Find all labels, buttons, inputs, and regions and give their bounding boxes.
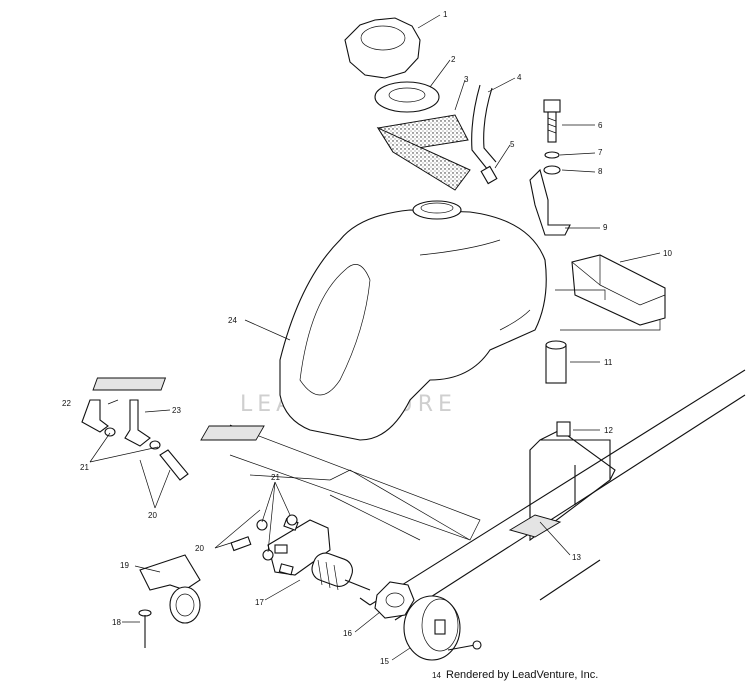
frame-cap xyxy=(374,581,415,619)
callout-16: 16 xyxy=(343,629,352,638)
callout-24: 24 xyxy=(228,316,237,325)
hose-clamps xyxy=(104,427,161,450)
callout-11: 11 xyxy=(604,358,613,367)
callout-21b: 21 xyxy=(271,473,280,482)
callout-15: 15 xyxy=(380,657,389,666)
callout-18: 18 xyxy=(112,618,121,627)
credit-text: Rendered by LeadVenture, Inc. xyxy=(446,669,598,681)
callout-13: 13 xyxy=(572,553,581,562)
callout-20a: 20 xyxy=(148,511,157,520)
callout-19: 19 xyxy=(120,561,129,570)
fuel-hose xyxy=(159,449,189,481)
callout-1: 1 xyxy=(443,10,448,19)
fuel-pump xyxy=(267,517,371,591)
callout-10: 10 xyxy=(663,249,672,258)
callout-14: 14 xyxy=(432,671,441,680)
tee-fitting xyxy=(124,399,151,447)
callout-9: 9 xyxy=(603,223,608,232)
callout-4: 4 xyxy=(517,73,522,82)
cap-gasket xyxy=(374,81,440,113)
rubber-mount xyxy=(571,254,666,326)
fuel-cap xyxy=(344,17,421,79)
spacer-nut xyxy=(556,421,571,437)
fuel-tank xyxy=(92,200,547,441)
callout-6: 6 xyxy=(598,121,603,130)
callout-21a: 21 xyxy=(80,463,89,472)
flat-washer xyxy=(543,165,561,175)
tank-bracket xyxy=(529,168,571,236)
callout-20b: 20 xyxy=(195,544,204,553)
callout-17: 17 xyxy=(255,598,264,607)
callout-7: 7 xyxy=(598,148,603,157)
bolt xyxy=(543,99,561,143)
callout-numbers: 1 2 3 4 5 6 7 8 9 10 11 12 13 14 15 16 1… xyxy=(62,10,672,680)
leader-lines xyxy=(89,14,661,661)
rivet xyxy=(138,609,152,648)
frame-rails xyxy=(229,369,746,621)
callout-12: 12 xyxy=(604,426,613,435)
frame-decal xyxy=(508,514,562,538)
callout-5: 5 xyxy=(510,140,515,149)
plug-screw xyxy=(447,640,482,651)
fuel-line-clips xyxy=(230,514,298,561)
callout-2: 2 xyxy=(451,55,456,64)
elbow-fitting xyxy=(81,399,109,433)
washer xyxy=(544,151,560,159)
vent-fitting xyxy=(480,165,498,185)
callout-22: 22 xyxy=(62,399,71,408)
vent-hose xyxy=(471,84,497,171)
foam-filter xyxy=(376,114,471,191)
pump-bracket xyxy=(139,554,201,624)
end-plug xyxy=(403,595,461,661)
callout-23: 23 xyxy=(172,406,181,415)
spacer-sleeve xyxy=(545,340,567,384)
callout-8: 8 xyxy=(598,167,603,176)
callout-3: 3 xyxy=(464,75,469,84)
